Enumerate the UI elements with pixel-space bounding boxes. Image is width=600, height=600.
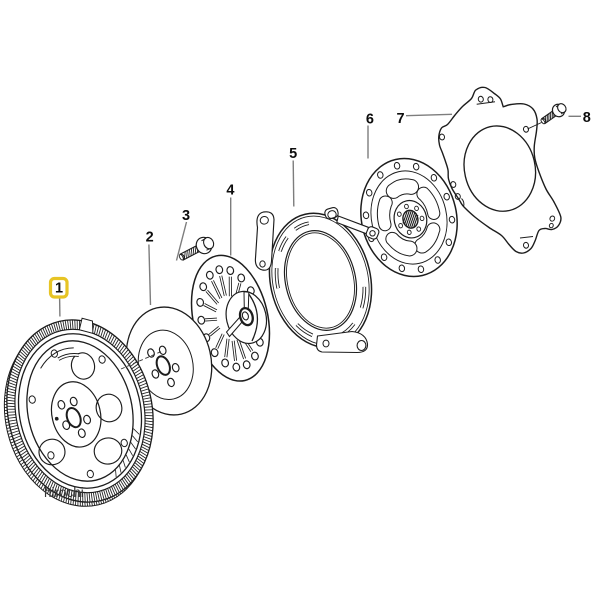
svg-text:6: 6: [366, 111, 374, 127]
svg-text:hirochi: hirochi: [44, 485, 84, 500]
svg-text:3: 3: [182, 208, 190, 224]
svg-text:7: 7: [396, 111, 404, 127]
svg-text:5: 5: [289, 146, 297, 162]
svg-text:1: 1: [55, 280, 63, 296]
svg-text:8: 8: [583, 110, 591, 126]
svg-text:2: 2: [146, 229, 154, 245]
svg-text:4: 4: [226, 183, 234, 199]
